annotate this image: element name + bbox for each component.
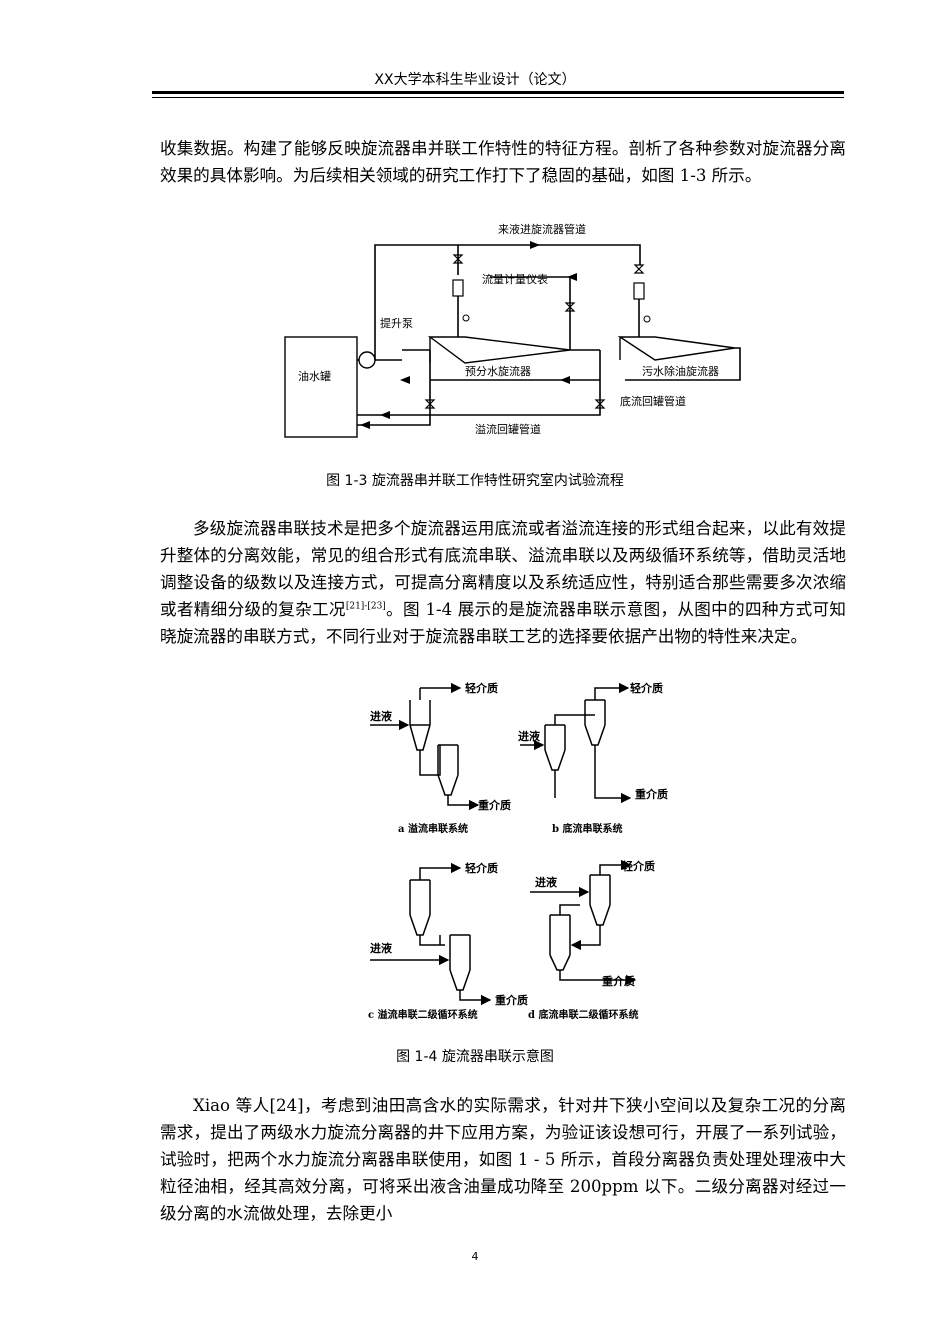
figure-1-4-caption: 图 1-4 旋流器串联示意图	[396, 1049, 554, 1065]
diagram-a	[370, 688, 480, 811]
label-tank: 油水罐	[298, 369, 331, 383]
label-c-light: 轻介质	[465, 861, 498, 875]
label-c-inlet: 进液	[370, 941, 393, 955]
diagram-d	[530, 859, 637, 986]
diagram-b	[520, 682, 632, 804]
label-a-heavy: 重介质	[478, 798, 511, 812]
paragraph-2-main: 多级旋流器串联技术是把多个旋流器运用底流或者溢流连接的形式组合起来，以此有效提升…	[160, 519, 846, 619]
label-d-inlet: 进液	[535, 875, 558, 889]
header-rule-thick	[152, 91, 844, 94]
page-number: 4	[471, 1250, 479, 1263]
label-b-caption: b 底流串联系统	[552, 822, 622, 835]
label-b-inlet: 进液	[518, 729, 541, 743]
paragraph-3: Xiao 等人[24]，考虑到油田高含水的实际需求，针对井下狭小空间以及复杂工况…	[160, 1096, 846, 1223]
label-deoiler: 污水除油旋流器	[642, 364, 719, 378]
label-d-light: 轻介质	[622, 859, 655, 873]
diagram-c	[370, 862, 492, 1006]
citation-21-23: [21]-[23]	[345, 601, 386, 612]
label-d-caption: d 底流串联二级循环系统	[528, 1008, 638, 1021]
page-header: XX大学本科生毕业设计（论文）	[374, 72, 576, 88]
label-a-light: 轻介质	[465, 681, 498, 695]
label-pre-separator: 预分水旋流器	[465, 364, 531, 378]
label-a-inlet: 进液	[370, 709, 393, 723]
figure-1-3-flow-diagram: 来液进旋流器管道 流量计量仪表 提升泵 油水罐 预分水旋流器 污水除油旋流器 底…	[284, 222, 741, 438]
header-rule-thin	[152, 97, 844, 98]
label-d-heavy: 重介质	[602, 974, 635, 988]
paragraph-2: 多级旋流器串联技术是把多个旋流器运用底流或者溢流连接的形式组合起来，以此有效提升…	[160, 515, 846, 650]
label-c-heavy: 重介质	[495, 993, 528, 1007]
label-a-caption: a 溢流串联系统	[398, 822, 468, 835]
figure-1-4-series-diagram: 轻介质 进液 重介质 轻介质 进液 重介质 轻介质 进液 重介质 轻介质 进液 …	[368, 680, 668, 1021]
label-overflow-pipe: 溢流回罐管道	[475, 422, 541, 436]
label-b-light: 轻介质	[630, 681, 663, 695]
label-flowmeter: 流量计量仪表	[482, 272, 548, 286]
label-underflow-pipe: 底流回罐管道	[620, 394, 686, 408]
label-c-caption: c 溢流串联二级循环系统	[368, 1008, 478, 1021]
paragraph-1: 收集数据。构建了能够反映旋流器串并联工作特性的特征方程。剖析了各种参数对旋流器分…	[160, 139, 846, 185]
label-pump: 提升泵	[380, 317, 413, 330]
label-b-heavy: 重介质	[635, 787, 668, 801]
paragraph-2-rest: 。图 1-4 展示的是旋流器串联示意图，从图中的四种方式可知晓旋流器的串联方式，…	[160, 600, 847, 646]
figure-1-3-caption: 图 1-3 旋流器串并联工作特性研究室内试验流程	[326, 473, 624, 489]
label-inlet-pipe: 来液进旋流器管道	[498, 222, 586, 236]
